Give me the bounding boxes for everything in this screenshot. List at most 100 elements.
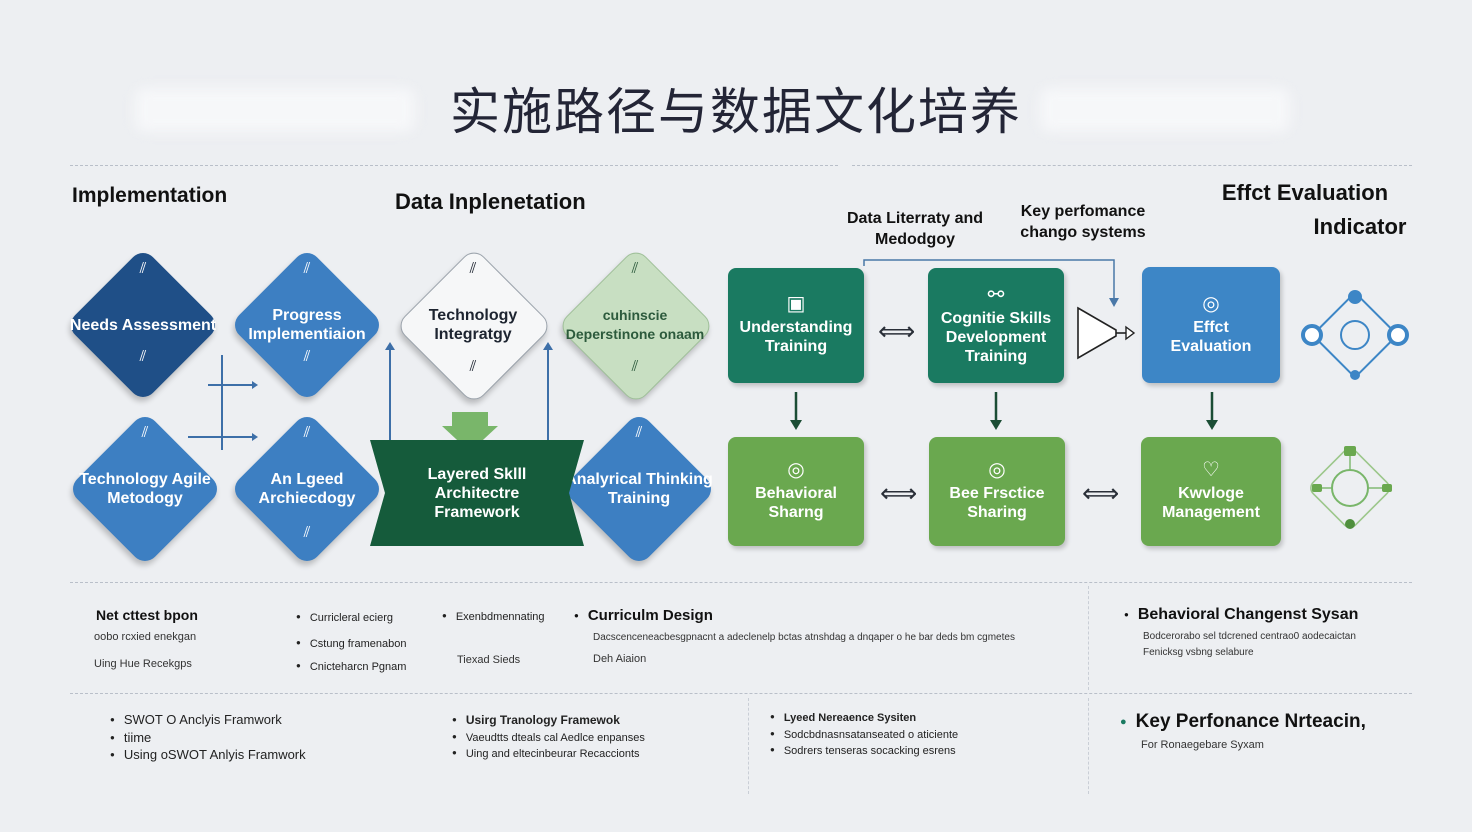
box-best-practice[interactable]: ◎ Bee Frsctice Sharing	[929, 437, 1065, 546]
hub-network-icon	[1301, 290, 1409, 380]
diamond-label: An Lgeed Archiecdogy	[258, 471, 356, 507]
diamond-label: Technology Integratgy	[428, 307, 518, 343]
divider-top-right	[852, 165, 1412, 166]
arrow-down	[1206, 392, 1218, 430]
row1-col4-line: Dacscenceneacbesgpnacnt a adeclenelp bct…	[593, 632, 1015, 643]
row1-col3-bullet: Exenbdmennating	[442, 611, 545, 623]
cube-icon: ▣	[786, 293, 806, 315]
arrow-down	[990, 392, 1002, 430]
globe-icon: ◎	[1202, 292, 1220, 315]
row2-col3-bullet: Sodcbdnasnsatanseated o aticiente	[770, 729, 958, 741]
double-arrow-icon: ⟺	[880, 478, 918, 508]
diamond-label: Progress Implementiaion	[248, 307, 366, 343]
connector-glyph: ⫽	[635, 424, 643, 441]
arrow-down	[790, 392, 802, 430]
funnel-arrow-icon	[1077, 306, 1136, 360]
box-label: Behavioral Sharng	[755, 485, 837, 521]
row2-col2-bullet: Uing and eltecinbeurar Recaccionts	[452, 748, 640, 760]
double-arrow-icon: ⟺	[1082, 478, 1120, 508]
row2-col4-line: For Ronaegebare Syxam	[1141, 739, 1264, 751]
row1-col4-head: Curriculm Design	[574, 607, 713, 624]
divider-top-left	[70, 165, 838, 166]
link-icon: ⚯	[987, 283, 1005, 306]
box-effect-evaluation[interactable]: ◎ Effct Evaluation	[1142, 267, 1280, 383]
connector-glyph: ⫽	[469, 260, 477, 277]
heart-icon: ♡	[1202, 459, 1220, 481]
connector-glyph: ⫽	[631, 260, 639, 277]
row2-col1-bullet: Using oSWOT Anlyis Framwork	[110, 747, 306, 762]
header-indicator: Indicator	[1313, 214, 1407, 239]
divider-vertical-1	[1088, 586, 1089, 690]
box-label: Bee Frsctice Sharing	[949, 485, 1045, 521]
framework-banner[interactable]: Layered Sklll Architectre Framework	[370, 440, 584, 546]
box-label: Effct Evaluation	[1170, 318, 1252, 355]
row2-col1-bullet: SWOT O Anclyis Framwork	[110, 712, 282, 727]
row1-col2-bullet: Cstung framenabon	[296, 638, 407, 650]
row2-col1-bullet: tiime	[110, 730, 151, 745]
arrow-up-right	[543, 342, 553, 445]
connector-glyph: ⫽	[631, 358, 639, 375]
connector-glyph: ⫽	[303, 424, 311, 441]
box-cognitive-skills[interactable]: ⚯ Cognitie Skills Development Training	[928, 268, 1064, 383]
connector-glyph: ⫽	[469, 358, 477, 375]
diamond-layered-archiecdogy[interactable]: ⫽ An Lgeed Archiecdogy ⫽	[229, 411, 385, 567]
double-arrow-icon: ⟺	[878, 316, 916, 346]
connector-glyph: ⫽	[139, 260, 147, 277]
connector-glyph: ⫽	[303, 260, 311, 277]
header-data-implementation: Data Inplenetation	[395, 189, 586, 214]
box-understanding-training[interactable]: ▣ Understanding Training	[728, 268, 864, 383]
diamond-label: Analyrical Thinking Training	[565, 471, 713, 507]
diamond-label: cuhinscie Deperstinone onaam	[565, 307, 705, 342]
diamond-technology-agile[interactable]: ⫽ Technology Agile Metodogy	[67, 411, 223, 567]
diamond-progress-implementation[interactable]: ⫽ Progress Implementiaion ⫽	[229, 247, 385, 403]
page-title: 实施路径与数据文化培养	[450, 83, 1022, 141]
divider-bottom	[70, 693, 1412, 694]
title-glow-left	[135, 88, 415, 132]
divider-vertical-3	[1088, 698, 1089, 794]
title-glow-right	[1040, 88, 1290, 132]
connector-key-performance	[863, 259, 1119, 307]
divider-middle	[70, 582, 1412, 583]
cluster-network-icon	[1310, 446, 1392, 529]
row1-col2-bullet: Curricleral ecierg	[296, 612, 393, 624]
diamond-needs-assessment[interactable]: ⫽ Needs Assessment ⫽	[65, 247, 221, 403]
row2-col4-head: Key Perfonance Nrteacin,	[1120, 711, 1366, 733]
row2-col2-bullet: Vaeudtts dteals cal Aedlce enpanses	[452, 732, 645, 744]
diamond-label: Technology Agile Metodogy	[79, 471, 211, 507]
row1-col3-line: Tiexad Sieds	[457, 654, 521, 666]
header-key-performance: Key perfomance chango systems	[1020, 203, 1146, 241]
row2-col3-bullet: Lyeed Nereaence Sysiten	[770, 712, 916, 724]
connector-glyph: ⫽	[139, 348, 147, 365]
row1-col5-head: Behavioral Changenst Sysan	[1124, 606, 1359, 624]
header-effect-evaluation: Effct Evaluation	[1221, 180, 1389, 205]
row2-col3-bullet: Sodrers tenseras socacking esrens	[770, 745, 956, 757]
row2-col2-bullet: Usirg Tranology Framewok	[452, 713, 620, 727]
diamond-label: Needs Assessment	[69, 316, 217, 334]
header-implementation: Implementation	[72, 184, 228, 207]
box-knowledge-management[interactable]: ♡ Kwvloge Management	[1141, 437, 1281, 546]
row1-col1-head: Net cttest bpon	[96, 607, 198, 623]
framework-label: Layered Sklll Architectre Framework	[427, 465, 527, 521]
globe-icon: ◎	[787, 459, 805, 481]
box-label: Cognitie Skills Development Training	[940, 309, 1052, 365]
connector-glyph: ⫽	[141, 424, 149, 441]
connector-glyph: ⫽	[303, 524, 311, 541]
row1-col4-line2: Deh Aiaion	[593, 653, 647, 665]
diamond-cultural-development[interactable]: ⫽ cuhinscie Deperstinone onaam ⫽	[556, 246, 716, 406]
diamond-technology-integration[interactable]: ⫽ Technology Integratgy ⫽	[394, 246, 554, 406]
row1-col5-line: Bodcerorabo sel tdcrened centrao0 aodeca…	[1143, 631, 1356, 642]
globe-icon: ◎	[988, 459, 1006, 481]
divider-vertical-2	[748, 698, 749, 794]
box-label: Understanding Training	[739, 319, 853, 355]
row1-col1-line: oobo rcxied enekgan	[94, 631, 197, 643]
header-data-literacy: Data Literraty and Medodgoy	[846, 210, 984, 248]
framework-down-arrow-icon	[442, 412, 498, 452]
row1-col2-bullet: Cnicteharcn Pgnam	[296, 661, 407, 673]
diamond-analytical-thinking[interactable]: ⫽ Analyrical Thinking Training	[561, 411, 717, 567]
arrow-up-left	[385, 342, 395, 445]
row1-col1-line: Uing Hue Recekgps	[94, 658, 192, 670]
cross-connector	[188, 355, 258, 450]
box-behavioral-sharing[interactable]: ◎ Behavioral Sharng	[728, 437, 864, 546]
row1-col5-line: Fenicksg vsbng selabure	[1143, 647, 1254, 658]
connector-glyph: ⫽	[303, 348, 311, 365]
